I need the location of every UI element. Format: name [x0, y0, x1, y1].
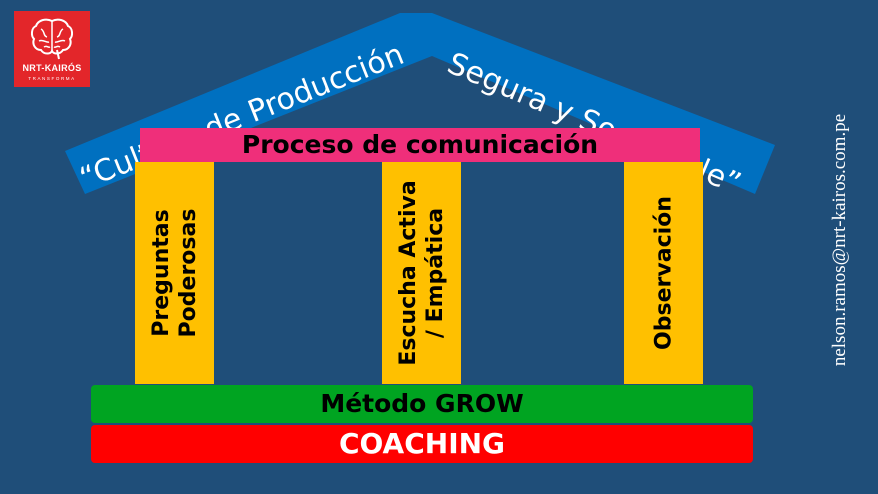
pillar-line: Preguntas [148, 209, 174, 337]
pillar-label: Escucha Activa / Empática [395, 180, 449, 365]
logo-tagline: TRANSFORMA [28, 76, 76, 81]
beam [140, 128, 700, 162]
logo-name: NRT-KAIRÓS [22, 63, 82, 73]
pillar-line: Escucha Activa [395, 180, 421, 366]
pillar-line: Poderosas [175, 208, 201, 338]
contact-email: nelson.ramos@nrt-kairos.com.pe [829, 113, 850, 367]
logo: NRT-KAIRÓS TRANSFORMA [14, 11, 90, 87]
pillar-line: / Empática [422, 207, 448, 339]
grow-bar: Método GROW [91, 385, 753, 423]
brain-icon [30, 18, 74, 60]
pillar-label: Observación [650, 196, 677, 350]
pillar-preguntas-poderosas: Preguntas Poderosas [135, 162, 214, 384]
beam-label: Proceso de comunicación [241, 130, 599, 159]
pillar-escucha-activa: Escucha Activa / Empática [382, 162, 461, 384]
pillar-observacion: Observación [624, 162, 703, 384]
pillar-label: Preguntas Poderosas [148, 209, 202, 338]
pillar-line: Observación [651, 196, 676, 350]
coaching-bar: COACHING [91, 425, 753, 463]
